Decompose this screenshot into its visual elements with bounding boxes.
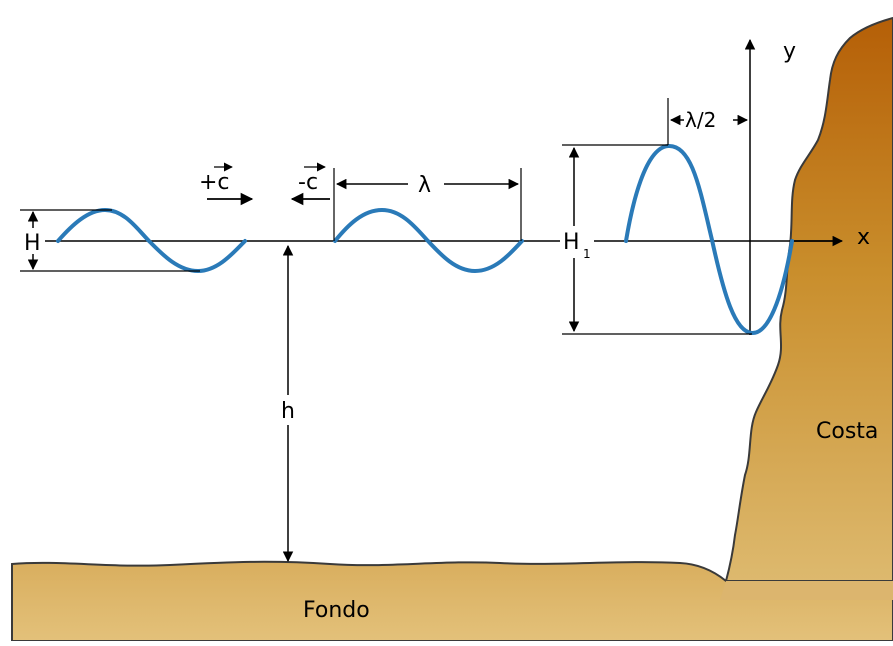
label-fondo: Fondo <box>303 598 370 623</box>
label-lambda: λ <box>418 173 431 198</box>
label-costa: Costa <box>816 419 878 444</box>
label-H1-subscript: 1 <box>583 247 591 261</box>
label-y-axis: y <box>783 39 796 64</box>
label-half-lambda: λ/2 <box>685 108 716 132</box>
coast-shape <box>724 16 893 582</box>
label-h: h <box>281 399 295 424</box>
label-minus-c: -c <box>298 170 318 195</box>
wave-standing <box>624 144 794 335</box>
wave-left <box>56 207 247 274</box>
label-plus-c: +c <box>199 170 230 195</box>
wave-middle <box>333 207 524 274</box>
label-H: H <box>24 231 41 256</box>
seabed-shape <box>11 560 893 642</box>
label-H1: H <box>563 230 580 255</box>
label-x-axis: x <box>857 225 870 250</box>
